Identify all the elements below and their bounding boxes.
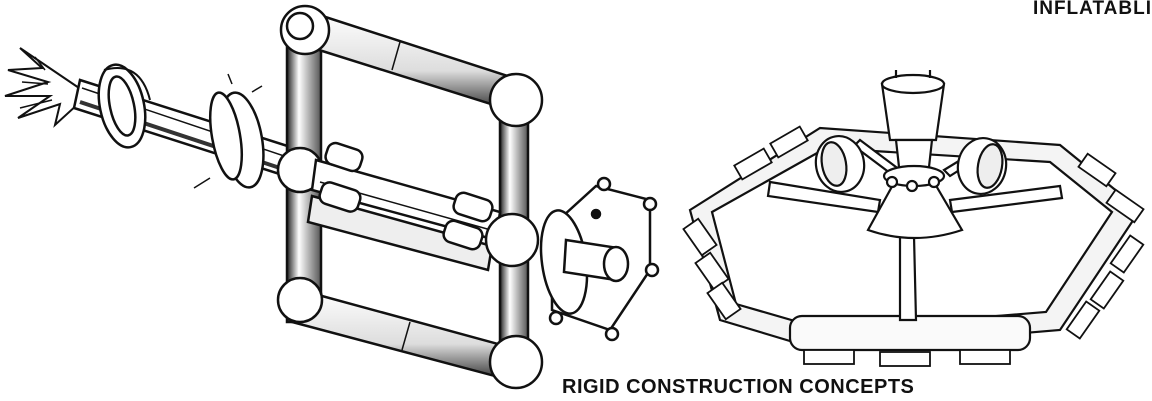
central-core [866,70,964,240]
node-bottom-left [276,276,324,324]
hub-node-right [484,212,540,268]
rigid-frame-station [4,4,660,390]
node-top-right [488,72,544,128]
solar-panels [682,125,1145,367]
rigid-construction-label: RIGID CONSTRUCTION CONCEPTS [562,376,915,398]
module-bundle [306,141,502,272]
node-bottom-right [488,334,544,390]
inflatable-label: INFLATABLI [1032,0,1152,19]
frame-top-beam [298,10,522,112]
radiator-fins [4,47,84,128]
docking-hex-module [539,176,660,342]
hexagonal-station [682,70,1145,367]
